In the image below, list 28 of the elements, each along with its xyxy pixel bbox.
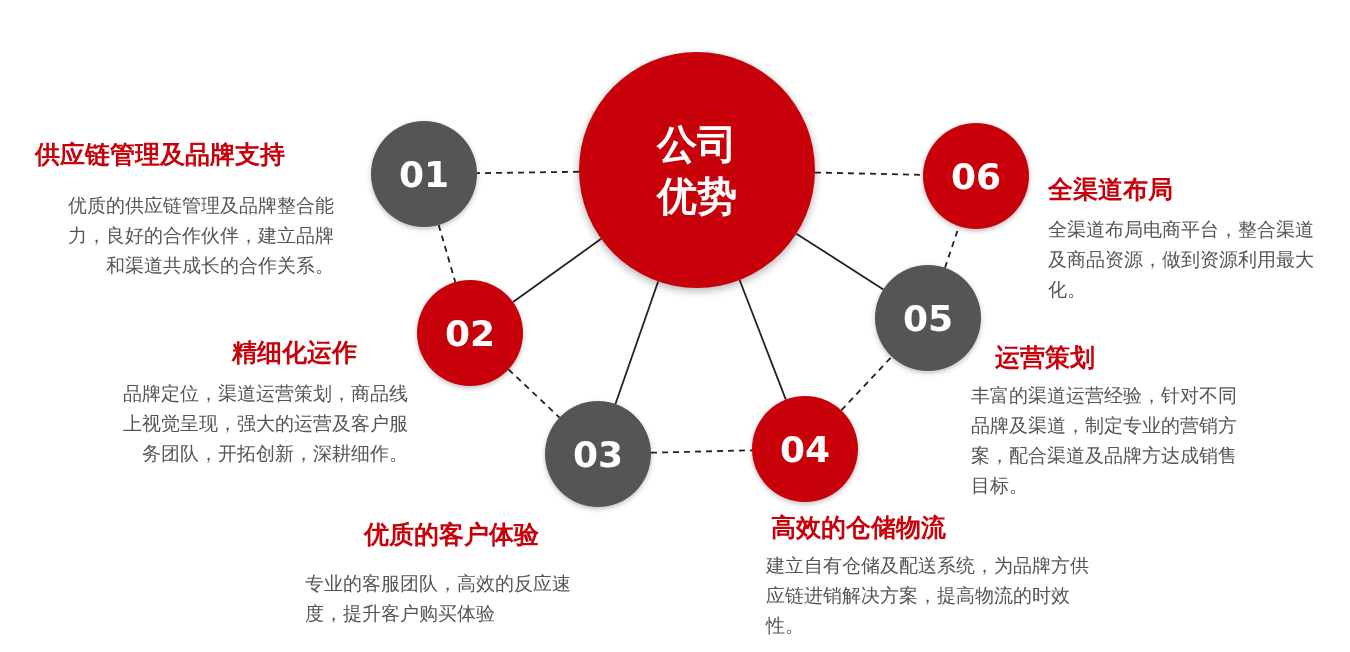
title-circle: 公司优势 [579,52,815,288]
heading: 供应链管理及品牌支持 [35,139,285,171]
description-text: 优质的供应链管理及品牌整合能力，良好的合作伙伴，建立品牌和渠道共成长的合作关系。 [67,193,334,278]
description-text: 全渠道布局电商平台，整合渠道及商品资源，做到资源利用最大化。 [1048,217,1315,302]
description-text: 丰富的渠道运营经验，针对不同品牌及渠道，制定专业的营销方案，配合渠道及品牌方达成销售目标。 [971,383,1238,498]
number-circle: 02 [417,280,523,386]
number-circle: 05 [875,265,981,371]
number-circle: 04 [752,396,858,502]
dashed-connector [507,368,561,419]
connector-line [738,279,787,401]
connector-line [512,237,603,303]
connector-line [795,232,885,291]
heading: 运营策划 [995,342,1095,374]
description-text: 建立自有仓储及配送系统，为品牌方供应链进销解决方案，提高物流的时效性。 [766,553,1090,638]
number-circle: 01 [371,121,477,227]
heading: 精细化运作 [232,337,357,369]
description-text: 专业的客服团队，高效的反应速度，提升客户购买体验 [305,571,572,626]
dashed-connector [840,355,893,412]
number-circle: 03 [545,401,651,507]
heading: 高效的仓储物流 [771,512,946,544]
dashed-connector [437,224,457,283]
description-text: 品牌定位，渠道运营策划，商品线上视觉呈现，强大的运营及客户服务团队，开拓创新，深耕细作。 [122,381,408,466]
connector-line [614,280,660,405]
heading: 全渠道布局 [1048,174,1173,206]
heading: 优质的客户体验 [364,519,539,551]
dashed-connector [476,170,580,175]
dashed-connector [650,449,753,454]
number-circle: 06 [923,123,1029,229]
